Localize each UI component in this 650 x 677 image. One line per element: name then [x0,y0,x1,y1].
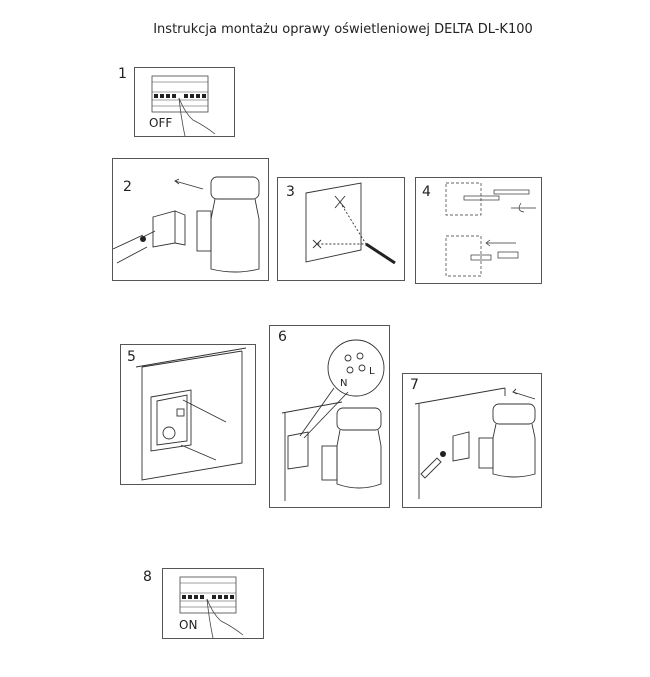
step-3-number: 3 [286,184,295,200]
breaker-panel-illustration [151,75,216,136]
document-title: Instrukcja montażu oprawy oświetleniowej… [153,22,533,37]
step-2-number: 2 [123,179,132,195]
step-5-number: 5 [127,349,136,365]
step-8-number: 8 [143,569,152,585]
attach-luminaire-illustration [414,387,536,499]
step-7-number: 7 [410,377,419,393]
wire-connection-illustration [281,339,385,501]
step-5-panel: 5 [120,344,256,485]
step-1-number: 1 [118,66,127,82]
luminaire-disassembly-illustration [113,176,260,273]
live-wire-label: L [369,366,375,377]
step-7-panel: 7 [402,373,542,508]
step-3-panel: 3 [277,177,405,281]
drill-and-plug-illustration [445,182,536,277]
mark-drilling-points-illustration [305,182,396,265]
on-label: ON [179,618,198,632]
step-6-number: 6 [278,329,287,345]
mount-junction-box-illustration [135,347,247,481]
step-6-panel: 6 N L [269,325,390,508]
step-8-panel: ON [162,568,264,639]
step-1-panel: OFF [134,67,235,137]
neutral-wire-label: N [340,378,348,389]
step-4-panel: 4 [415,177,542,284]
step-2-panel: 2 [112,158,269,281]
breaker-panel-illustration [179,576,244,638]
step-4-number: 4 [422,184,431,200]
off-label: OFF [149,116,173,130]
